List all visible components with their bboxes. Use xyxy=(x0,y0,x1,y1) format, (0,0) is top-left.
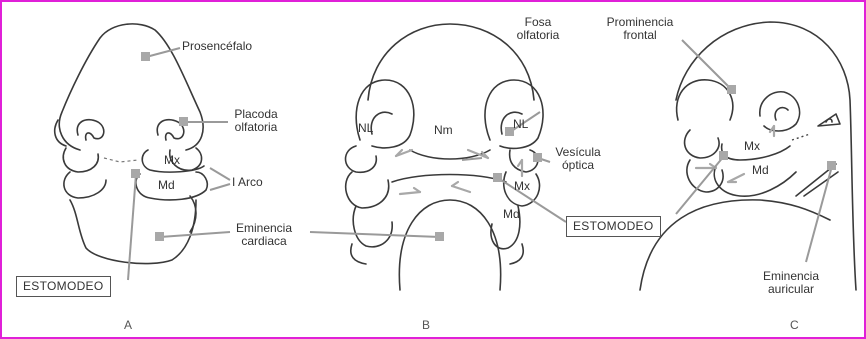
label-eminencia-auricular: Eminencia auricular xyxy=(756,270,826,296)
panel-letter-a: A xyxy=(124,318,132,332)
label-mx-c: Mx xyxy=(744,140,760,153)
label-nl-right: NL xyxy=(513,118,528,131)
label-i-arco: I Arco xyxy=(232,176,263,189)
label-md-c: Md xyxy=(752,164,769,177)
label-prominencia-line2: frontal xyxy=(600,29,680,42)
label-estomodeo-c: ESTOMODEO xyxy=(566,216,661,237)
label-nl-left: NL xyxy=(358,122,373,135)
label-estomodeo-a: ESTOMODEO xyxy=(16,276,111,297)
label-mx-a: Mx xyxy=(164,154,180,167)
embryo-b-drawing xyxy=(346,24,544,290)
label-prosencefalo: Prosencéfalo xyxy=(182,40,252,53)
label-placoda-olfatoria: Placoda olfatoria xyxy=(228,108,284,134)
label-mx-b: Mx xyxy=(514,180,530,193)
embryo-c-drawing xyxy=(640,22,856,290)
label-prominencia-frontal: Prominencia frontal xyxy=(600,16,680,42)
label-placoda-line2: olfatoria xyxy=(228,121,284,134)
label-eminencia-auricular-line2: auricular xyxy=(756,283,826,296)
panel-letter-c: C xyxy=(790,318,799,332)
label-eminencia-cardiaca-line2: cardiaca xyxy=(232,235,296,248)
panel-letter-b: B xyxy=(422,318,430,332)
label-nm: Nm xyxy=(434,124,453,137)
label-vesicula-optica: Vesícula óptica xyxy=(550,146,606,172)
label-vesicula-line2: óptica xyxy=(550,159,606,172)
label-fosa-line2: olfatoria xyxy=(510,29,566,42)
label-fosa-olfatoria: Fosa olfatoria xyxy=(510,16,566,42)
label-md-a: Md xyxy=(158,179,175,192)
label-md-b: Md xyxy=(503,208,520,221)
label-eminencia-cardiaca: Eminencia cardiaca xyxy=(232,222,296,248)
